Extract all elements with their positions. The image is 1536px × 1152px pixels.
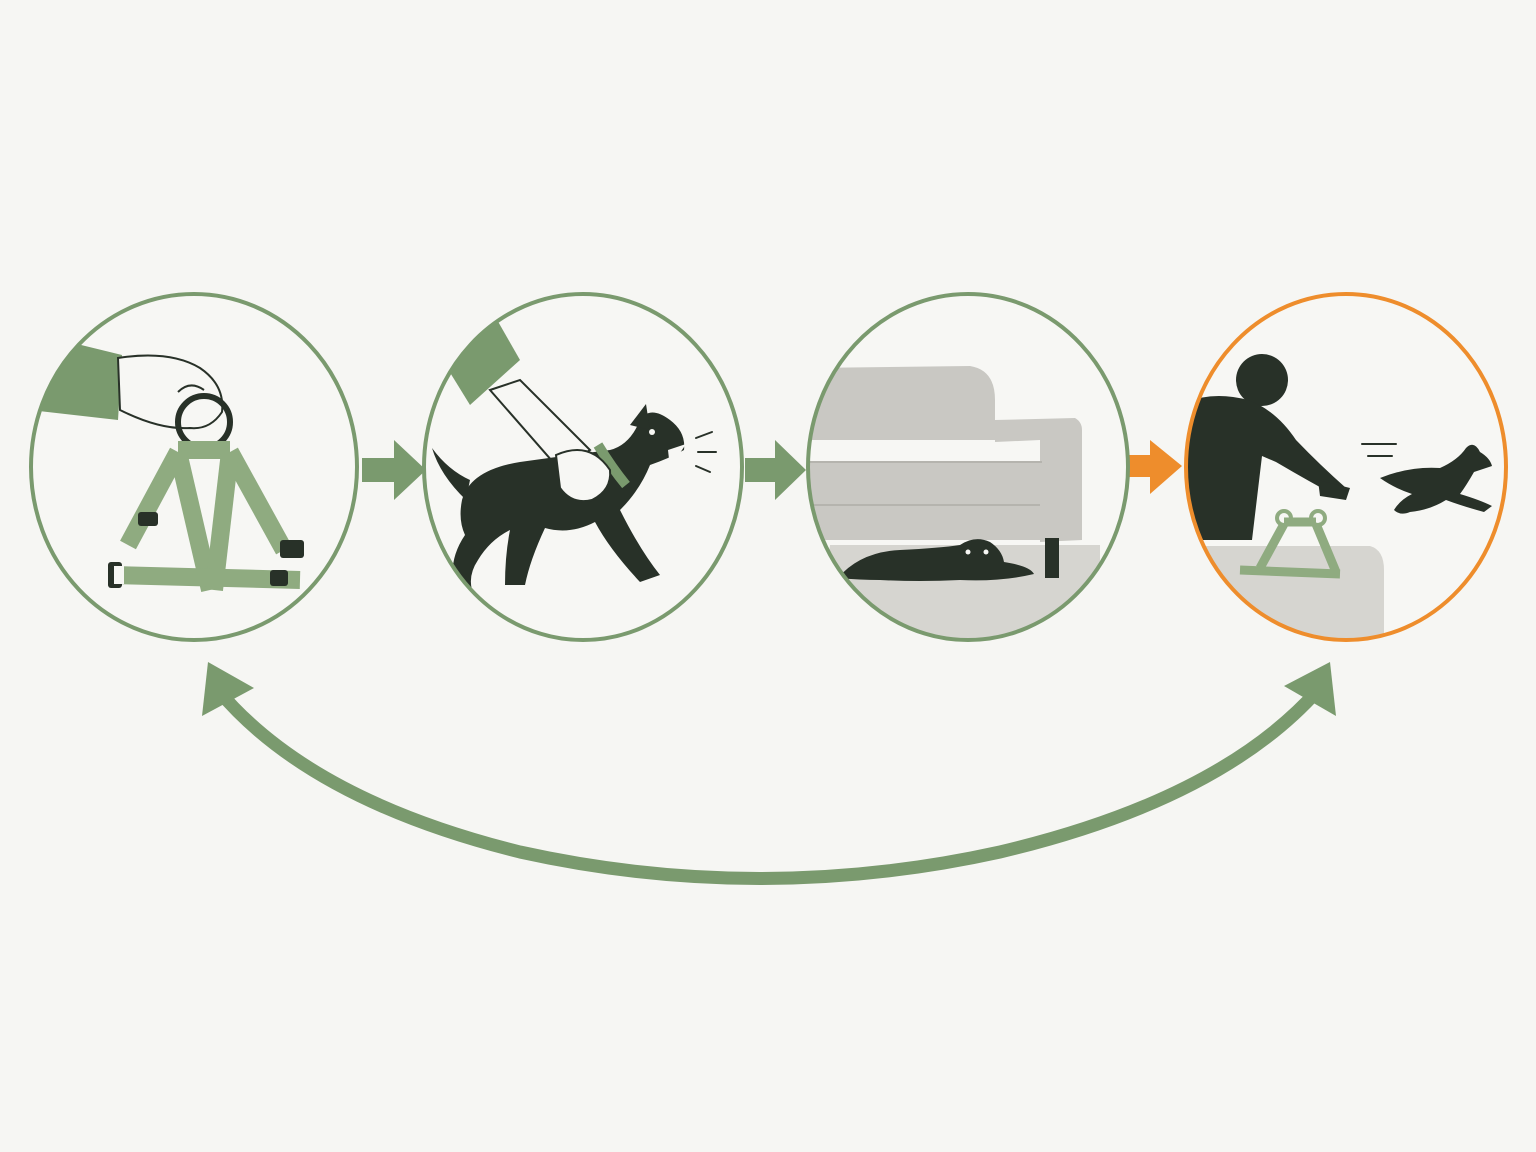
step-2-ring [422,292,744,642]
arm [488,378,592,472]
running-dog [1380,444,1492,514]
person-body [1186,396,1346,540]
step-1-ring [29,292,359,642]
hand-holding-harness-illustration [31,330,304,593]
motion-lines [1361,443,1397,457]
loop-arrowhead-right [1284,662,1336,716]
dog-lying [838,539,1034,581]
harness [111,441,301,593]
dog-tail [432,448,470,500]
sofa-arm [995,418,1082,542]
dog-body [452,412,685,590]
sofa-seat [810,462,1042,540]
hand [554,449,612,503]
step-3-ring [806,292,1130,642]
person-hand [1318,480,1350,500]
loop-arrowhead-left [202,662,254,716]
sofa-back [810,366,995,440]
step-3-panel [806,292,1130,642]
dog-collar [593,442,630,489]
loop-arrow-curve [211,683,1325,885]
loop-arrow [202,662,1336,885]
step-1-panel [29,292,359,642]
bark-lines [695,431,717,473]
step-4-panel [1184,292,1508,642]
step-2-panel [422,292,744,642]
hand [116,354,224,430]
step-arrow-2 [745,440,806,500]
dog-hiding-illustration [810,366,1100,640]
bench [1188,546,1384,640]
dog-ear [630,404,650,430]
step-arrow-1 [362,440,426,500]
sofa-leg [1045,538,1059,578]
step-4-ring [1184,292,1508,642]
person-head [1236,354,1288,406]
